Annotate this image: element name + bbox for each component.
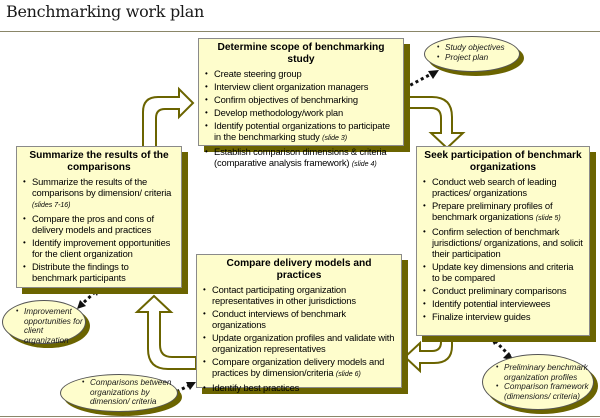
task-item: Identify improvement opportunities for t… — [23, 237, 175, 259]
page-title: Benchmarking work plan — [6, 2, 204, 21]
step-heading: Seek participation of benchmark organiza… — [424, 150, 582, 173]
step-task-list: Contact participating organization repre… — [203, 284, 395, 393]
output-compare: Comparisons between organizations by dim… — [60, 374, 184, 418]
output-item: Comparisons between organizations by dim… — [82, 378, 172, 407]
output-summarize: Improvement opportunities for client org… — [2, 300, 90, 348]
slide-reference: (slide 3) — [322, 135, 348, 142]
task-item: Update organization profiles and validat… — [203, 332, 395, 354]
flow-arrow-compare-to-summarize — [134, 294, 197, 370]
step-heading: Summarize the results of the comparisons — [29, 150, 169, 173]
task-item: Interview client organization managers — [205, 81, 397, 92]
task-item: Establish comparison dimensions & criter… — [205, 146, 397, 170]
task-item: Develop methodology/work plan — [205, 107, 397, 118]
step-task-list: Summarize the results of the comparisons… — [23, 176, 175, 283]
task-item: Create steering group — [205, 68, 397, 79]
step-heading: Determine scope of benchmarking study — [217, 42, 385, 65]
arrowhead-icon — [490, 336, 500, 345]
task-item: Confirm selection of benchmark jurisdict… — [423, 226, 583, 259]
task-item: Identify potential organizations to part… — [205, 120, 397, 144]
task-item: Conduct interviews of benchmark organiza… — [203, 308, 395, 330]
output-item: Study objectives — [437, 43, 505, 53]
top-divider — [0, 31, 600, 32]
task-item: Distribute the findings to benchmark par… — [23, 261, 175, 283]
bottom-divider — [0, 416, 600, 417]
output-item: Preliminary benchmark organization profi… — [496, 363, 600, 382]
task-item: Conduct web search of leading practices/… — [423, 176, 583, 198]
task-item: Finalize interview guides — [423, 311, 583, 322]
slide-reference: (slide 6) — [335, 371, 361, 378]
output-list: Study objectives Project plan — [437, 43, 505, 62]
output-participation: Preliminary benchmark organization profi… — [482, 354, 600, 416]
task-item: Identify potential interviewees — [423, 298, 583, 309]
output-scope: Study objectives Project plan — [424, 36, 522, 76]
flow-arrow-summarize-to-scope — [142, 86, 195, 154]
output-list: Preliminary benchmark organization profi… — [496, 363, 600, 401]
slide-reference: (slide 5) — [535, 215, 561, 222]
output-list: Comparisons between organizations by dim… — [82, 378, 172, 407]
task-item: Contact participating organization repre… — [203, 284, 395, 306]
step-seek-participation: Seek participation of benchmark organiza… — [416, 146, 590, 336]
step-task-list: Conduct web search of leading practices/… — [423, 176, 583, 322]
task-item: Compare the pros and cons of delivery mo… — [23, 213, 175, 235]
output-item: Comparison framework (dimensions/ criter… — [496, 382, 600, 401]
task-item: Summarize the results of the comparisons… — [23, 176, 175, 211]
connector-summarize-output — [80, 290, 97, 306]
step-compare-models: Compare delivery models and practices Co… — [196, 254, 402, 393]
slide-reference: (slides 7-16) — [32, 202, 71, 209]
connector-scope-output — [404, 71, 434, 90]
step-task-list: Create steering group Interview client o… — [205, 68, 397, 170]
flow-arrow-scope-to-participation — [403, 96, 466, 150]
flow-arrow-participation-to-compare — [403, 335, 453, 374]
output-item: Improvement opportunities for client org… — [16, 307, 84, 345]
task-item: Prepare preliminary profiles of benchmar… — [423, 200, 583, 224]
arrowhead-icon — [92, 287, 100, 296]
arrowhead-icon — [186, 382, 196, 390]
task-item: Confirm objectives of benchmarking — [205, 94, 397, 105]
task-item: Update key dimensions and criteria to be… — [423, 261, 583, 283]
output-item: Project plan — [437, 53, 505, 63]
output-list: Improvement opportunities for client org… — [16, 307, 84, 345]
task-item: Conduct preliminary comparisons — [423, 285, 583, 296]
task-item: Identify best practices — [203, 382, 395, 393]
step-determine-scope: Determine scope of benchmarking study Cr… — [198, 38, 404, 168]
step-summarize-results: Summarize the results of the comparisons… — [16, 146, 182, 288]
arrowhead-icon — [428, 70, 439, 79]
slide-reference: (slide 4) — [351, 161, 377, 168]
task-item: Compare organization delivery models and… — [203, 356, 395, 380]
step-heading: Compare delivery models and practices — [226, 258, 372, 281]
